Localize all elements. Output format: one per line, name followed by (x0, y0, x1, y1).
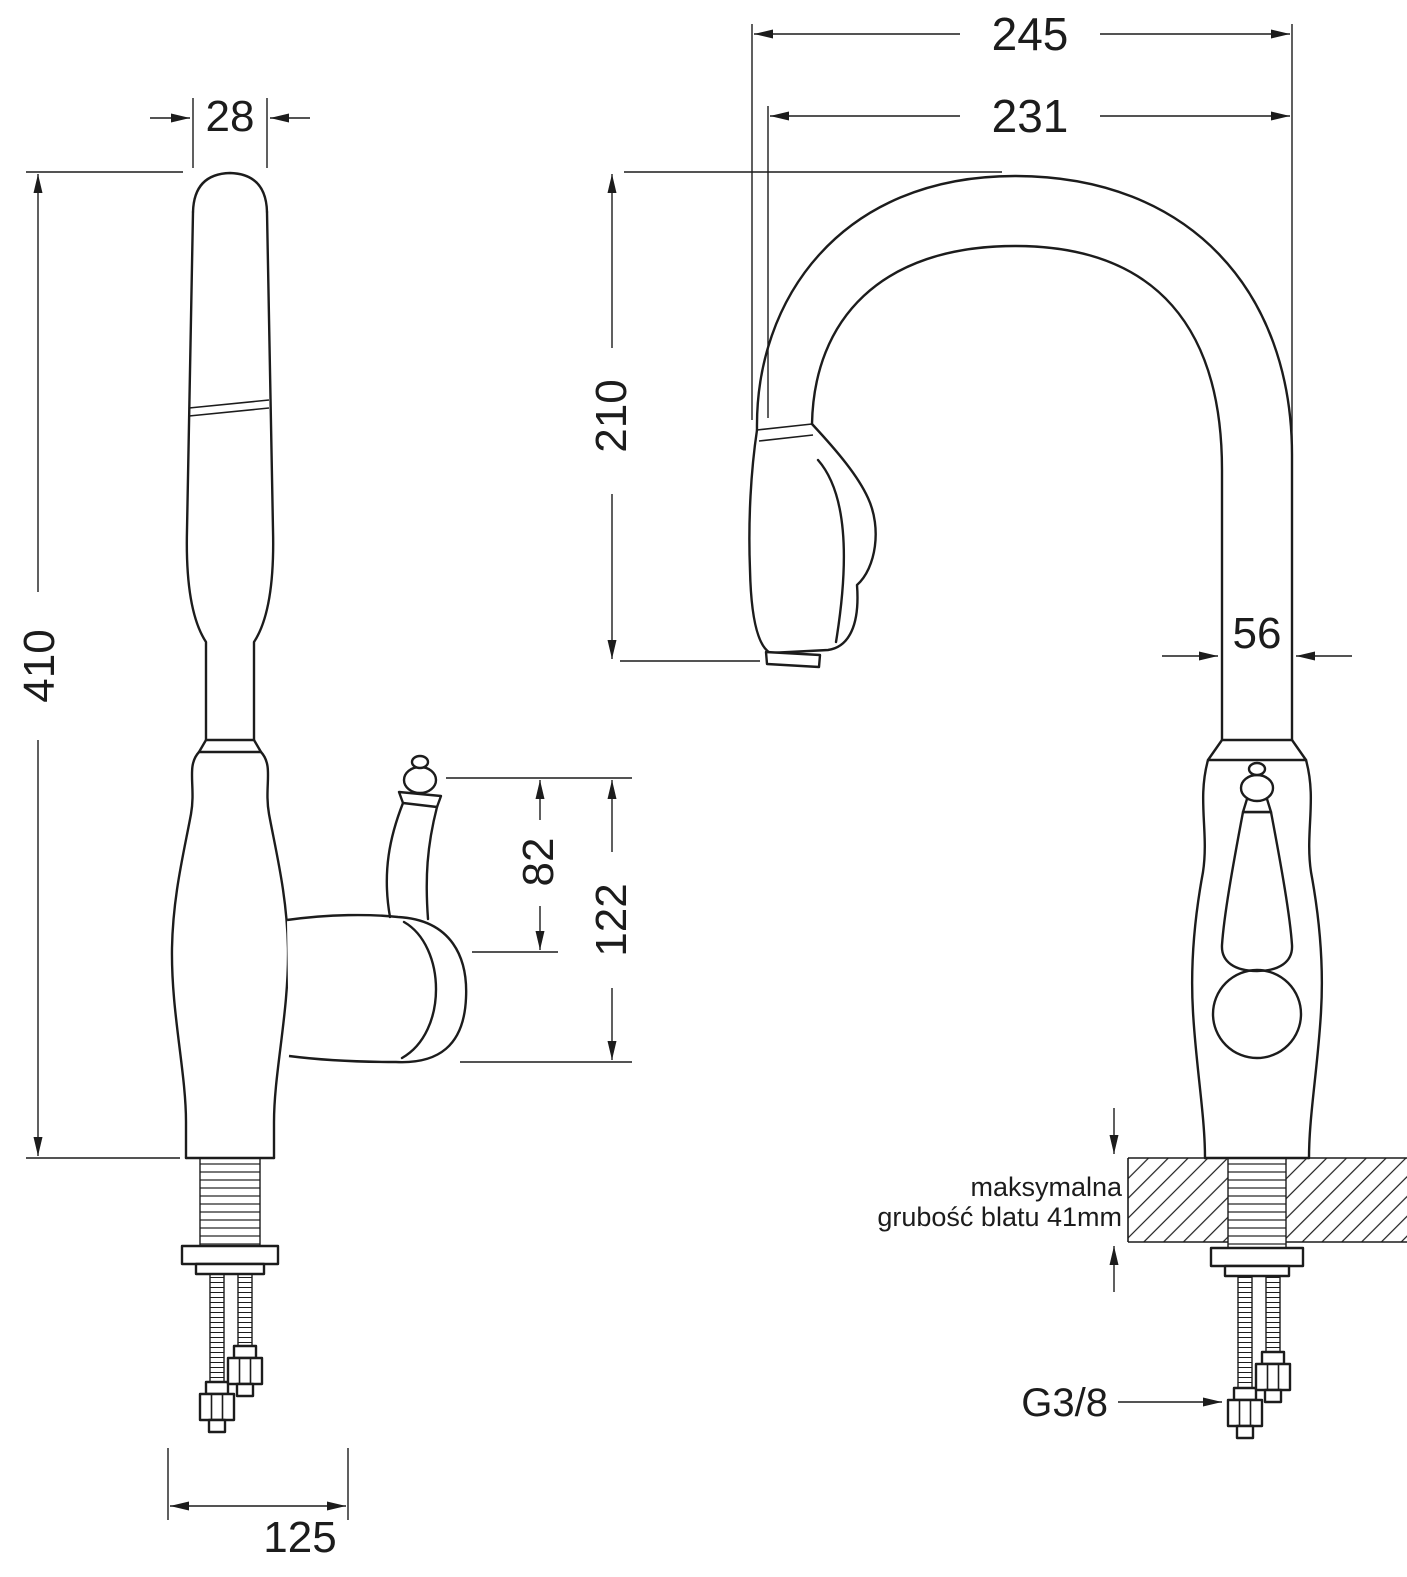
dim-label-231: 231 (992, 90, 1069, 142)
handle-front (1211, 761, 1303, 1060)
countertop-thickness-note: maksymalna grubość blatu 41mm (877, 1108, 1123, 1292)
dim-label-28: 28 (206, 92, 255, 141)
dim-spout-tip-width: 28 (150, 92, 310, 168)
spray-head (748, 422, 877, 669)
spout-side (185, 171, 275, 742)
dim-handle-height: 122 (460, 780, 636, 1063)
handle-side (286, 754, 468, 1064)
body-side (170, 738, 290, 1160)
dim-label-56: 56 (1233, 609, 1282, 658)
supply-studs-front (1226, 1275, 1292, 1440)
shank-front (1209, 1157, 1305, 1278)
dim-label-245: 245 (992, 8, 1069, 60)
dim-total-height: 410 (15, 171, 183, 1159)
note-line-1: maksymalna (970, 1172, 1123, 1202)
countertop-slab (1127, 1157, 1407, 1243)
dim-label-82: 82 (514, 838, 563, 887)
dim-overall-width: 245 (751, 8, 1293, 452)
dim-label-210: 210 (587, 379, 636, 452)
dim-spout-reach: 231 (767, 90, 1290, 418)
thread-size-callout: G3/8 (1021, 1381, 1222, 1425)
dim-label-125: 125 (263, 1513, 336, 1562)
dim-spout-height: 210 (587, 171, 1002, 662)
dim-lever-height: 82 (446, 777, 632, 953)
shank-side (180, 1157, 280, 1276)
side-view: 28 410 82 122 (15, 92, 636, 1562)
note-line-2: grubość blatu 41mm (877, 1202, 1122, 1232)
thread-size-label: G3/8 (1021, 1381, 1108, 1425)
dim-label-410: 410 (15, 629, 64, 702)
dim-column-width: 56 (1162, 609, 1352, 661)
gooseneck-spout (755, 174, 1294, 742)
supply-studs-side (198, 1273, 264, 1434)
dim-label-122: 122 (587, 883, 636, 956)
front-view: 245 231 210 56 maksymalna (587, 8, 1407, 1440)
dim-base-depth: 125 (167, 1448, 349, 1562)
